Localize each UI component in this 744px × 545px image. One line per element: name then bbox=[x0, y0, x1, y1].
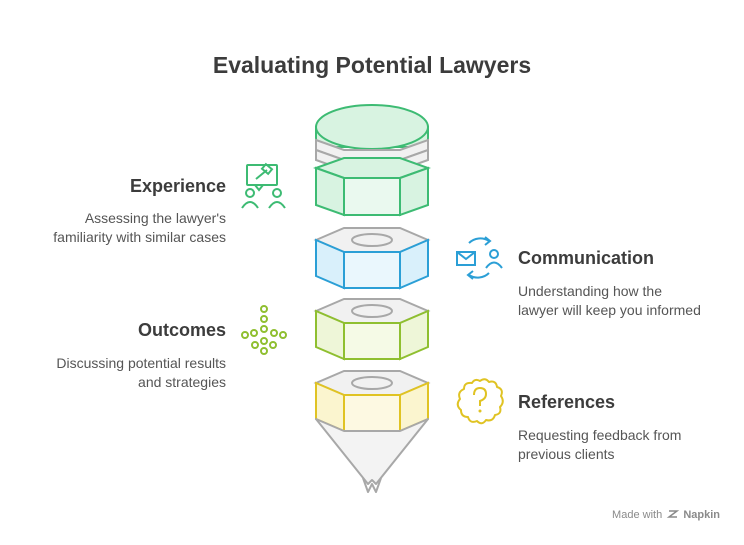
item-desc-line: and strategies bbox=[138, 374, 226, 390]
napkin-logo-icon bbox=[667, 510, 680, 518]
page-title: Evaluating Potential Lawyers bbox=[212, 52, 532, 78]
item-title-communication: Communication bbox=[518, 248, 655, 268]
item-desc-line: Discussing potential results bbox=[56, 355, 226, 371]
question-cloud-icon bbox=[456, 378, 504, 425]
segment-references bbox=[313, 370, 431, 433]
item-desc-line: Requesting feedback from bbox=[518, 427, 682, 443]
item-desc-line: familiarity with similar cases bbox=[53, 229, 226, 245]
footer-prefix: Made with bbox=[612, 509, 663, 521]
message-exchange-icon bbox=[456, 236, 503, 280]
item-desc-communication: Understanding how the lawyer will keep y… bbox=[518, 282, 701, 320]
judge-gavel-people-icon bbox=[241, 162, 286, 209]
item-desc-references: Requesting feedback from previous client… bbox=[518, 426, 681, 464]
footer-watermark: Made with Napkin bbox=[612, 509, 720, 521]
segment-experience bbox=[313, 157, 431, 217]
segment-outcomes bbox=[313, 298, 431, 361]
item-desc-experience: Assessing the lawyer's familiarity with … bbox=[53, 209, 226, 247]
segment-communication bbox=[313, 227, 431, 290]
item-desc-line: previous clients bbox=[518, 446, 615, 462]
item-desc-line: lawyer will keep you informed bbox=[518, 302, 701, 318]
item-desc-outcomes: Discussing potential results and strateg… bbox=[56, 354, 226, 392]
pencil-tip bbox=[315, 418, 429, 493]
item-desc-line: Understanding how the bbox=[518, 283, 662, 299]
item-title-references: References bbox=[518, 392, 616, 412]
branching-dots-icon bbox=[241, 305, 287, 355]
footer-brand: Napkin bbox=[683, 509, 720, 521]
item-desc-line: Assessing the lawyer's bbox=[84, 210, 226, 226]
item-title-outcomes: Outcomes bbox=[137, 320, 226, 340]
item-title-experience: Experience bbox=[129, 176, 226, 196]
